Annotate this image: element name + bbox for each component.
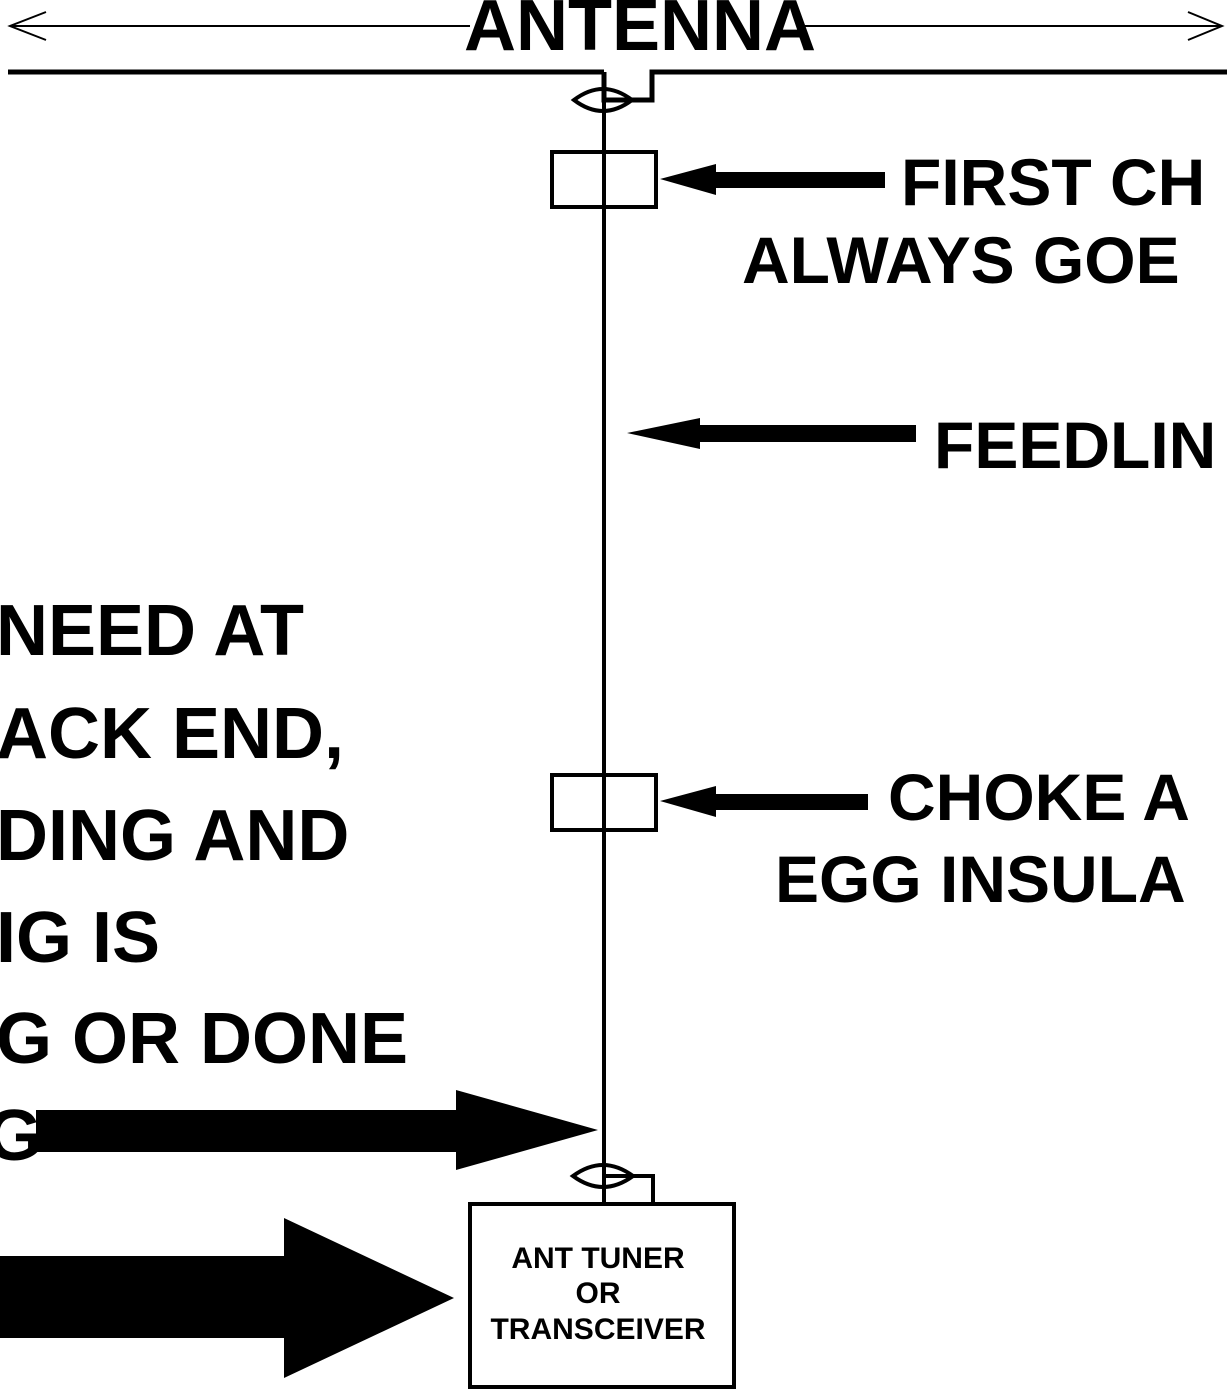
- antenna-span-dimension: [7, 11, 1225, 41]
- first-choke-arrow: [660, 164, 885, 195]
- antenna-wire: [8, 69, 1227, 103]
- left-pointer-arrow: [36, 1090, 598, 1170]
- left-text-line3: DING AND: [0, 796, 349, 876]
- antenna-label: ANTENNA: [464, 0, 816, 66]
- left-text-line2: ACK END,: [0, 694, 344, 774]
- first-choke-box: [550, 150, 658, 209]
- box-line1: ANT TUNER: [511, 1242, 685, 1275]
- first-choke-label-line2: ALWAYS GOE: [742, 223, 1180, 297]
- top-egg-insulator-icon: [570, 87, 636, 113]
- feedline-label: FEEDLIN: [934, 408, 1216, 482]
- left-text-line4: IG IS: [0, 898, 160, 978]
- left-text-line6: G: [0, 1096, 42, 1176]
- second-choke-arrow: [660, 786, 868, 817]
- feedline-arrow: [627, 418, 916, 449]
- tuner-transceiver-box: [468, 1202, 736, 1389]
- choke-egg-label-line2: EGG INSULA: [775, 842, 1186, 916]
- box-line3: TRANSCEIVER: [490, 1313, 705, 1346]
- choke-egg-label-line1: CHOKE A: [888, 760, 1190, 834]
- left-text-line5: G OR DONE: [0, 999, 408, 1079]
- tuner-arrow-label: /TUNER: [0, 1268, 250, 1348]
- first-choke-label-line1: FIRST CH: [901, 145, 1205, 219]
- box-line2: OR: [576, 1277, 621, 1310]
- second-choke-box: [550, 773, 658, 832]
- bottom-insulator-wire: [604, 1174, 655, 1204]
- left-text-line1: NEED AT: [0, 591, 304, 671]
- tuner-pointer-arrow: [0, 1218, 454, 1378]
